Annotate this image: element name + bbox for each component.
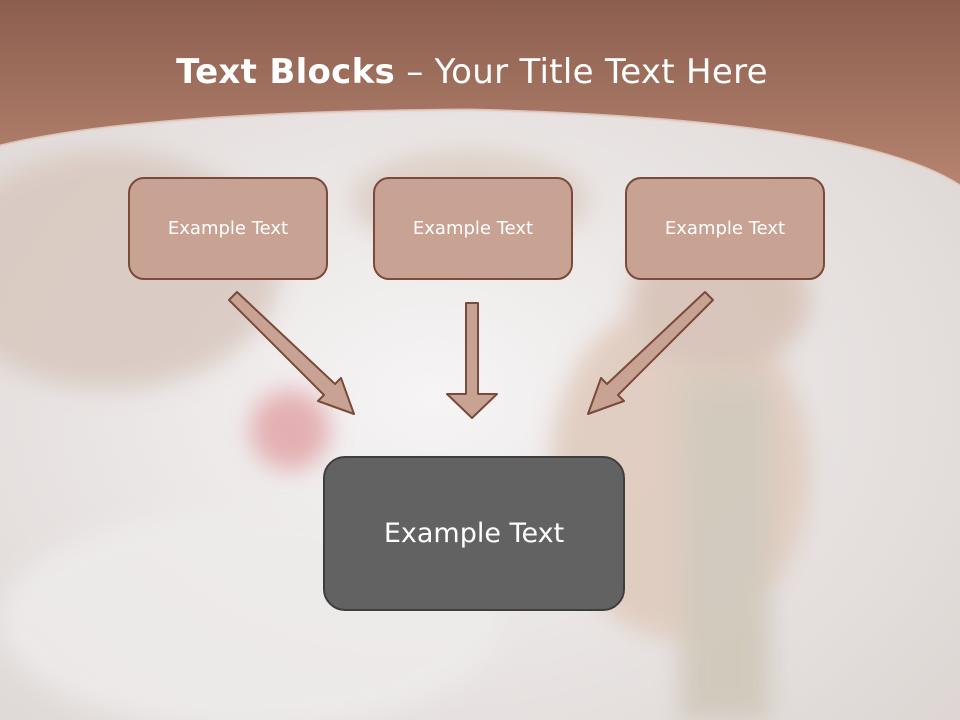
text-block-3[interactable]: Example Text bbox=[625, 177, 825, 280]
target-block[interactable]: Example Text bbox=[323, 456, 625, 611]
title-bold-part: Text Blocks bbox=[176, 52, 396, 92]
text-block-3-label: Example Text bbox=[664, 218, 786, 239]
text-block-1[interactable]: Example Text bbox=[128, 177, 328, 280]
target-block-label: Example Text bbox=[383, 518, 565, 549]
title-rest-part: – Your Title Text Here bbox=[395, 52, 768, 92]
text-block-2-label: Example Text bbox=[412, 218, 534, 239]
text-block-2[interactable]: Example Text bbox=[373, 177, 573, 280]
page-title: Text Blocks – Your Title Text Here bbox=[0, 52, 944, 92]
text-block-1-label: Example Text bbox=[167, 218, 289, 239]
